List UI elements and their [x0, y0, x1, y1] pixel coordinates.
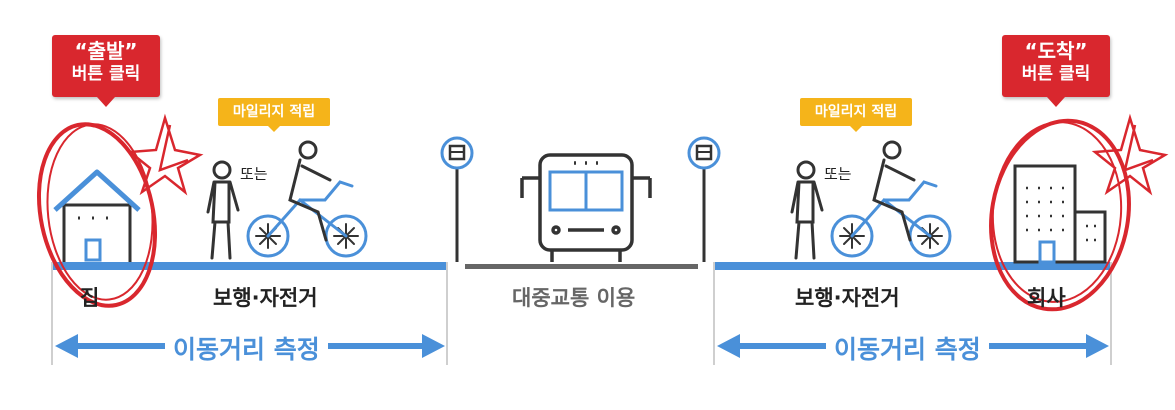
ground-line-left	[52, 262, 447, 270]
mileage-badge-left: 마일리지 적립	[218, 98, 330, 132]
walk-bike-label-left: 보행·자전거	[213, 286, 318, 310]
ground-line-right	[714, 262, 1112, 270]
mileage-badge-right: 마일리지 적립	[800, 98, 912, 132]
start-callout-title: “출발”	[74, 39, 138, 63]
office-building-icon	[1013, 164, 1107, 264]
star-scribble-icon-right	[1091, 113, 1169, 196]
circle-scribble-stroke-2	[46, 123, 154, 301]
bus-icon	[520, 153, 652, 262]
cyclist-icon-right	[830, 140, 952, 258]
office-label: 회사	[1027, 286, 1066, 310]
bus-stop-icon	[440, 136, 474, 262]
start-button-callout: “출발” 버튼 클릭	[52, 35, 160, 107]
cyclist-icon	[246, 140, 368, 258]
ground-line-transit	[465, 264, 698, 269]
measure-label-right: 이동거리 측정	[826, 330, 989, 366]
arrive-callout-title: “도착”	[1024, 39, 1088, 63]
circle-scribble-stroke-2-right	[991, 121, 1123, 303]
arrive-button-callout: “도착” 버튼 클릭	[1002, 35, 1110, 107]
start-callout-subtitle: 버튼 클릭	[71, 64, 141, 84]
measure-label-left: 이동거리 측정	[165, 330, 328, 366]
walk-bike-label-right: 보행·자전거	[795, 286, 900, 310]
transit-label: 대중교통 이용	[512, 286, 636, 310]
pedestrian-icon	[206, 160, 240, 260]
or-label-left: 또는	[240, 165, 268, 183]
house-icon	[53, 169, 141, 262]
arrive-callout-subtitle: 버튼 클릭	[1021, 64, 1091, 84]
home-label: 집	[80, 286, 100, 310]
pedestrian-icon-right	[790, 160, 824, 260]
star-scribble-icon	[126, 113, 204, 196]
or-label-right: 또는	[824, 165, 852, 183]
bus-stop-icon-right	[687, 136, 721, 262]
